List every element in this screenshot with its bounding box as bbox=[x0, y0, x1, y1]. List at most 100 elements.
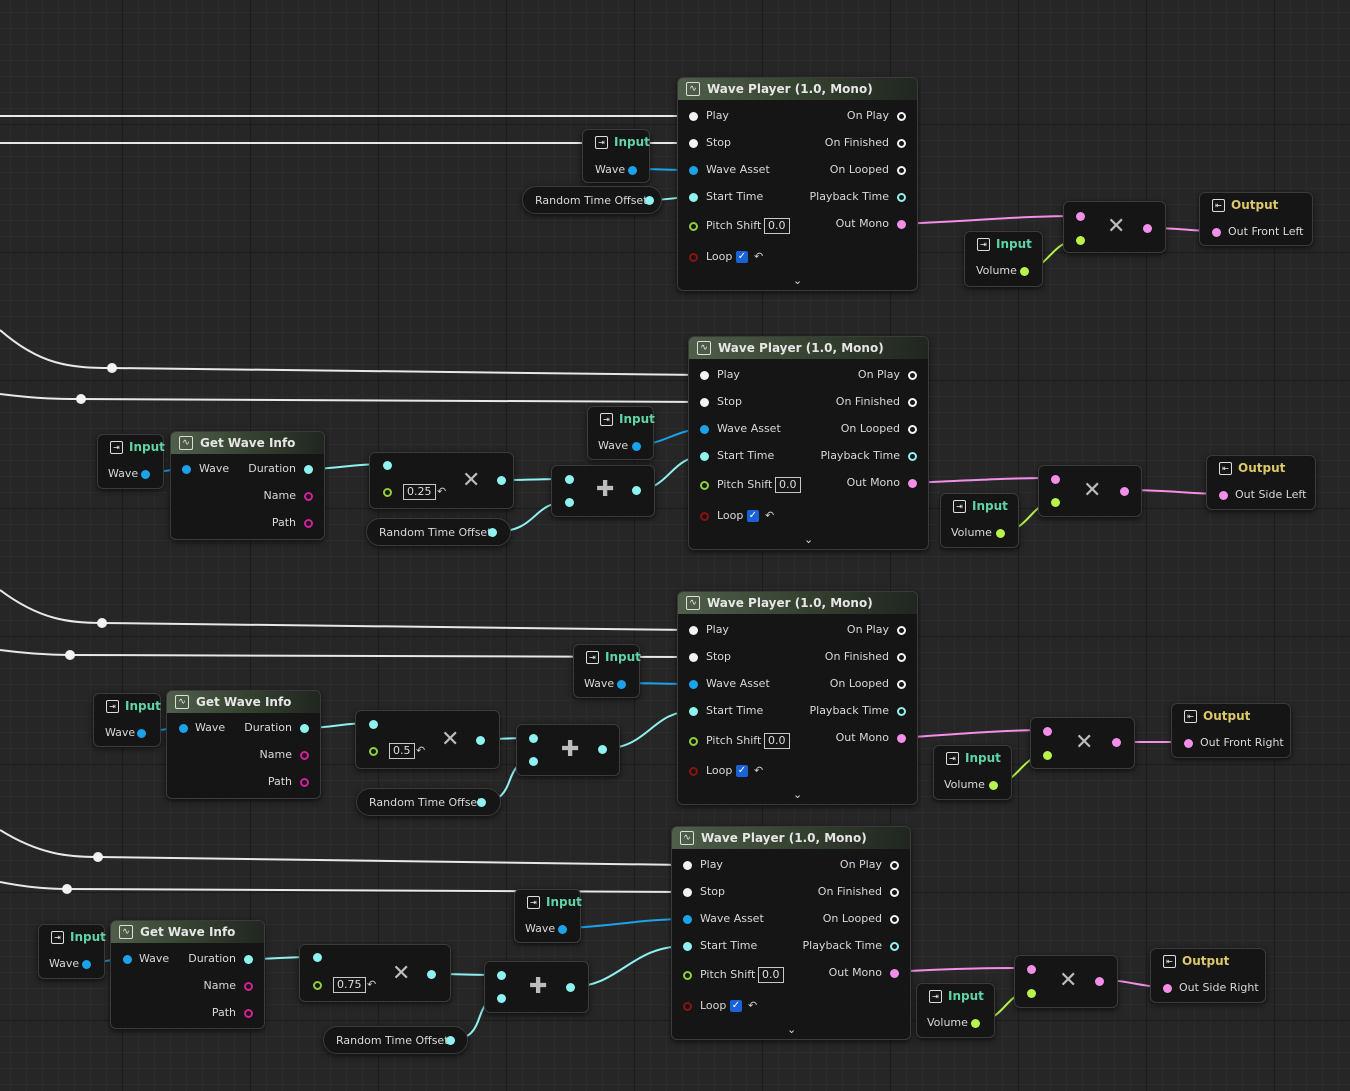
random-time-offset-node-1[interactable]: Random Time Offset bbox=[522, 186, 662, 214]
loop-pin[interactable] bbox=[683, 1002, 692, 1011]
name-pin[interactable] bbox=[244, 982, 253, 991]
multiply-input-a-pin[interactable] bbox=[1043, 727, 1052, 736]
path-pin[interactable] bbox=[300, 778, 309, 787]
wave-output-pin[interactable] bbox=[137, 729, 146, 738]
reset-icon[interactable]: ↶ bbox=[748, 999, 758, 1012]
stop-pin[interactable] bbox=[689, 139, 698, 148]
add-output-pin[interactable] bbox=[632, 486, 641, 495]
multiply-input-a-pin[interactable] bbox=[1027, 965, 1036, 974]
multiply-input-b-pin[interactable] bbox=[1043, 751, 1052, 760]
multiplier-value[interactable]: 0.75 bbox=[333, 977, 366, 993]
add-input-a-pin[interactable] bbox=[529, 734, 538, 743]
playback-time-pin[interactable] bbox=[897, 707, 906, 716]
pitch-shift-pin[interactable] bbox=[700, 481, 709, 490]
loop-checkbox[interactable]: ✓ bbox=[736, 251, 748, 263]
start-time-pin[interactable] bbox=[689, 707, 698, 716]
out-side-left-pin[interactable] bbox=[1219, 491, 1228, 500]
play-pin[interactable] bbox=[689, 626, 698, 635]
multiply-input-b-pin[interactable] bbox=[383, 488, 392, 497]
reset-icon[interactable]: ↶ bbox=[754, 764, 764, 777]
multiply-output-pin[interactable] bbox=[1143, 224, 1152, 233]
chevron-down-icon[interactable]: ⌄ bbox=[793, 788, 803, 801]
random-time-offset-node-4[interactable]: Random Time Offset bbox=[323, 1026, 468, 1054]
multiply-node-1[interactable]: ✕ bbox=[1063, 201, 1166, 253]
input-node-volume-4[interactable]: ⇥ Input Volume bbox=[916, 983, 995, 1038]
multiply-output-pin[interactable] bbox=[427, 970, 436, 979]
on-looped-pin[interactable] bbox=[897, 166, 906, 175]
out-front-left-pin[interactable] bbox=[1212, 228, 1221, 237]
input-node-wave-2b[interactable]: ⇥ Input Wave bbox=[587, 406, 655, 460]
multiply-node-3b[interactable]: ✕ bbox=[1030, 717, 1135, 769]
wave-asset-pin[interactable] bbox=[683, 915, 692, 924]
add-input-b-pin[interactable] bbox=[497, 994, 506, 1003]
name-pin[interactable] bbox=[300, 751, 309, 760]
pitch-shift-value[interactable]: 0.0 bbox=[764, 218, 790, 234]
playback-time-pin[interactable] bbox=[908, 452, 917, 461]
loop-pin[interactable] bbox=[689, 253, 698, 262]
input-node-volume-2[interactable]: ⇥ Input Volume bbox=[940, 493, 1019, 548]
play-pin[interactable] bbox=[700, 371, 709, 380]
start-time-pin[interactable] bbox=[689, 193, 698, 202]
output-node-side-left[interactable]: ⇤ Output Out Side Left bbox=[1206, 455, 1316, 510]
multiply-input-b-pin[interactable] bbox=[1051, 498, 1060, 507]
random-time-offset-pin[interactable] bbox=[645, 196, 654, 205]
wave-output-pin[interactable] bbox=[628, 166, 637, 175]
multiply-input-a-pin[interactable] bbox=[313, 953, 322, 962]
multiply-output-pin[interactable] bbox=[497, 476, 506, 485]
pitch-shift-pin[interactable] bbox=[689, 222, 698, 231]
on-play-pin[interactable] bbox=[897, 112, 906, 121]
multiplier-value[interactable]: 0.25 bbox=[403, 484, 436, 500]
chevron-down-icon[interactable]: ⌄ bbox=[793, 274, 803, 287]
multiply-input-b-pin[interactable] bbox=[1076, 236, 1085, 245]
multiply-output-pin[interactable] bbox=[476, 736, 485, 745]
volume-output-pin[interactable] bbox=[989, 781, 998, 790]
stop-pin[interactable] bbox=[689, 653, 698, 662]
pitch-shift-value[interactable]: 0.0 bbox=[758, 967, 784, 983]
reset-icon[interactable]: ↶ bbox=[765, 509, 775, 522]
wave-input-pin[interactable] bbox=[182, 465, 191, 474]
on-finished-pin[interactable] bbox=[897, 653, 906, 662]
on-play-pin[interactable] bbox=[908, 371, 917, 380]
wave-output-pin[interactable] bbox=[617, 680, 626, 689]
add-input-a-pin[interactable] bbox=[497, 971, 506, 980]
input-node-wave-2[interactable]: ⇥ Input Wave bbox=[97, 434, 165, 489]
random-time-offset-pin[interactable] bbox=[488, 528, 497, 537]
multiply-output-pin[interactable] bbox=[1095, 977, 1104, 986]
wave-input-pin[interactable] bbox=[179, 724, 188, 733]
wave-player-node-4[interactable]: ∿ Wave Player (1.0, Mono) Play Stop Wave… bbox=[671, 826, 911, 1040]
get-wave-info-node-4[interactable]: ∿ Get Wave Info Wave Duration Name Path bbox=[110, 920, 265, 1029]
output-node-front-left[interactable]: ⇤ Output Out Front Left bbox=[1199, 192, 1313, 246]
wave-input-pin[interactable] bbox=[123, 955, 132, 964]
reset-icon[interactable]: ↶ bbox=[416, 744, 426, 757]
output-node-side-right[interactable]: ⇤ Output Out Side Right bbox=[1150, 948, 1266, 1003]
multiply-input-a-pin[interactable] bbox=[369, 720, 378, 729]
wave-asset-pin[interactable] bbox=[689, 680, 698, 689]
volume-output-pin[interactable] bbox=[971, 1019, 980, 1028]
volume-output-pin[interactable] bbox=[996, 529, 1005, 538]
on-play-pin[interactable] bbox=[897, 626, 906, 635]
play-pin[interactable] bbox=[689, 112, 698, 121]
out-side-right-pin[interactable] bbox=[1163, 984, 1172, 993]
get-wave-info-node-3[interactable]: ∿ Get Wave Info Wave Duration Name Path bbox=[166, 690, 321, 799]
input-node-wave-3b[interactable]: ⇥ Input Wave bbox=[573, 644, 641, 698]
reset-icon[interactable]: ↶ bbox=[367, 978, 377, 991]
loop-checkbox[interactable]: ✓ bbox=[747, 510, 759, 522]
input-node-wave-4[interactable]: ⇥ Input Wave bbox=[38, 924, 106, 979]
multiply-input-a-pin[interactable] bbox=[1051, 475, 1060, 484]
duration-pin[interactable] bbox=[244, 955, 253, 964]
pitch-shift-value[interactable]: 0.0 bbox=[764, 733, 790, 749]
multiply-node-3a[interactable]: 0.5 ↶ ✕ bbox=[355, 710, 500, 769]
multiply-output-pin[interactable] bbox=[1112, 738, 1121, 747]
reset-icon[interactable]: ↶ bbox=[437, 485, 447, 498]
on-looped-pin[interactable] bbox=[897, 680, 906, 689]
on-finished-pin[interactable] bbox=[897, 139, 906, 148]
out-mono-pin[interactable] bbox=[908, 479, 917, 488]
multiply-input-a-pin[interactable] bbox=[1076, 212, 1085, 221]
multiply-input-b-pin[interactable] bbox=[1027, 989, 1036, 998]
multiply-input-b-pin[interactable] bbox=[369, 747, 378, 756]
multiplier-value[interactable]: 0.5 bbox=[389, 743, 415, 759]
wave-output-pin[interactable] bbox=[558, 925, 567, 934]
out-mono-pin[interactable] bbox=[890, 969, 899, 978]
wave-asset-pin[interactable] bbox=[689, 166, 698, 175]
stop-pin[interactable] bbox=[700, 398, 709, 407]
